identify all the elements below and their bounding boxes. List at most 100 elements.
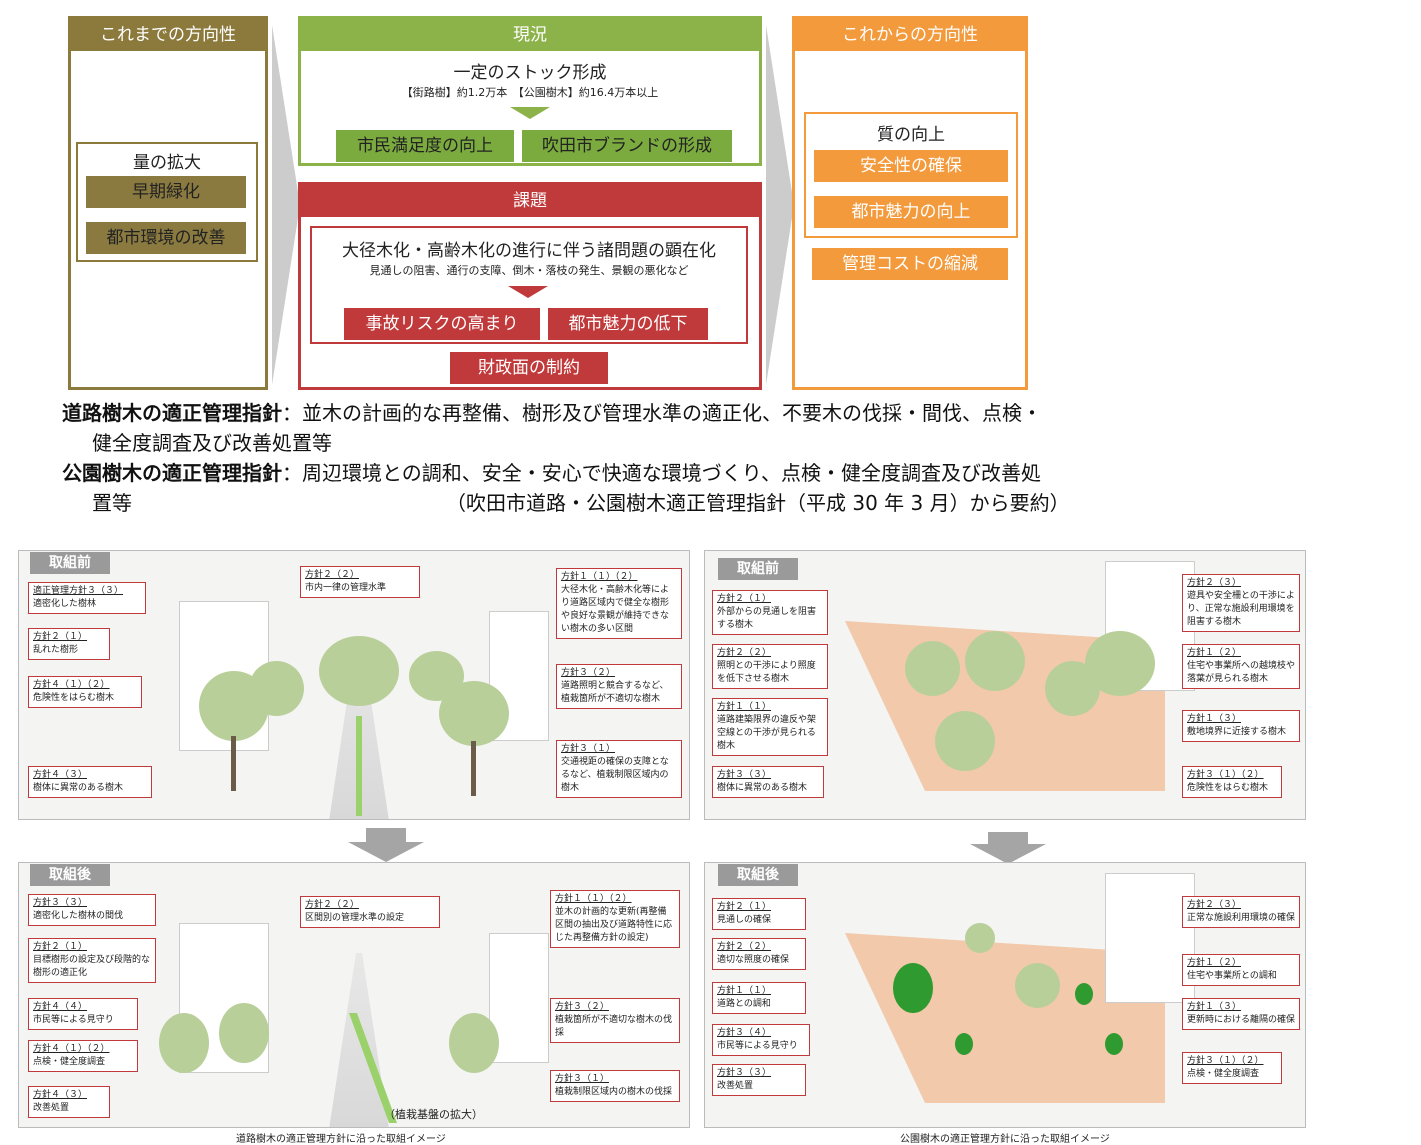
source-note: （吹田市道路・公園樹木適正管理指針（平成 30 年 3 月）から要約）	[446, 491, 1070, 515]
callout: 方針１（１）（２）大径木化・高齢木化等により道路区域内で健全な樹形や良好な景観が…	[556, 568, 682, 639]
tree-icon	[955, 1033, 973, 1055]
tree-icon	[935, 711, 995, 771]
callout: 方針１（３）敷地境界に近接する樹木	[1182, 710, 1300, 742]
park-guideline: 公園樹木の適正管理指針：周辺環境との調和、安全・安心で快適な環境づくり、点検・健…	[62, 458, 1412, 488]
park-guideline-label: 公園樹木の適正管理指針	[62, 461, 282, 485]
issue-item-0: 事故リスクの高まり	[344, 308, 540, 340]
future-bottom: 管理コストの縮減	[812, 248, 1008, 280]
building	[489, 933, 549, 1063]
down-arrow-stem	[366, 828, 406, 842]
park-caption: 公園樹木の適正管理方針に沿った取組イメージ	[900, 1134, 1110, 1145]
callout: 方針１（１）（２）並木の計画的な更新(再整備区間の抽出及び道路特性に応じた再整備…	[550, 890, 680, 948]
callout: 方針３（１）植栽制限区域内の樹木の伐採	[550, 1070, 680, 1102]
road-after-note: （植栽基盤の拡大）	[384, 1108, 483, 1121]
past-header: これまでの方向性	[71, 19, 265, 51]
callout: 方針３（２）道路照明と競合するなど、植栽箇所が不適切な樹木	[556, 664, 682, 709]
building	[1105, 873, 1195, 1003]
issue-header: 課題	[301, 185, 759, 217]
current-header: 現況	[301, 19, 759, 51]
tree-trunk	[471, 741, 476, 796]
callout: 方針２（１）目標樹形の設定及び段階的な樹形の適正化	[28, 938, 156, 983]
issue-sub: 見通しの阻害、通行の支障、倒木・落枝の発生、景観の悪化など	[369, 264, 689, 277]
callout: 方針２（２）適切な照度の確保	[712, 938, 806, 970]
callout: 方針４（３）樹体に異常のある樹木	[28, 766, 152, 798]
callout: 方針１（１）道路との調和	[712, 982, 806, 1014]
tree-icon	[409, 651, 464, 701]
tree-icon	[249, 661, 304, 716]
quantity-title: 量の拡大	[133, 153, 201, 173]
road-guideline-label: 道路樹木の適正管理指針	[62, 401, 282, 425]
current-sub: 【街路樹】約1.2万本 【公園樹木】約16.4万本以上	[401, 86, 659, 99]
road-caption: 道路樹木の適正管理方針に沿った取組イメージ	[236, 1134, 446, 1145]
callout: 方針３（１）（２）危険性をはらむ樹木	[1182, 766, 1282, 798]
tree-icon	[965, 631, 1025, 691]
callout: 方針２（２）照明との干渉により照度を低下させる樹木	[712, 644, 828, 689]
callout: 方針１（３）更新時における離隔の確保	[1182, 998, 1300, 1030]
callout: 方針３（４）市民等による見守り	[712, 1024, 810, 1056]
park-guideline-body-2: 置等	[92, 491, 132, 515]
tree-icon	[449, 1013, 499, 1073]
tree-icon	[893, 963, 933, 1013]
current-title: 一定のストック形成	[453, 63, 607, 83]
tree-icon	[1015, 963, 1060, 1008]
callout: 方針４（３）改善処置	[28, 1086, 110, 1118]
future-item-1: 都市魅力の向上	[814, 196, 1008, 228]
callout: 方針１（２）住宅や事業所との調和	[1182, 954, 1300, 986]
tree-trunk	[231, 736, 236, 791]
quality-box	[804, 112, 1018, 238]
tree-icon	[1075, 983, 1093, 1005]
tree-icon	[159, 1013, 209, 1073]
road-guideline-body-1: ：並木の計画的な再整備、樹形及び管理水準の適正化、不要木の伐採・間伐、点検・	[282, 401, 1042, 425]
road-guideline: 道路樹木の適正管理指針：並木の計画的な再整備、樹形及び管理水準の適正化、不要木の…	[62, 398, 1412, 428]
issue-item-1: 都市魅力の低下	[548, 308, 708, 340]
tree-icon	[1085, 631, 1155, 696]
future-header: これからの方向性	[795, 19, 1025, 51]
callout: 方針２（１）外部からの見通しを阻害する樹木	[712, 590, 828, 635]
callout: 方針２（１）乱れた樹形	[28, 628, 110, 660]
callout: 方針３（２）植栽箇所が不適切な樹木の伐採	[550, 998, 680, 1043]
callout: 方針１（２）住宅や事業所への越境枝や落葉が見られる樹木	[1182, 644, 1300, 689]
tree-icon	[965, 923, 995, 953]
road-after-tag: 取組後	[30, 864, 110, 886]
quantity-box	[76, 142, 258, 262]
callout: 方針２（３）遊具や安全柵との干渉により、正常な施設利用環境を阻害する樹木	[1182, 574, 1300, 632]
tree-icon	[905, 641, 960, 696]
callout: 方針２（２）区間別の管理水準の設定	[300, 896, 440, 928]
callout: 方針２（１）見通しの確保	[712, 898, 806, 930]
down-arrow-icon	[970, 844, 1046, 864]
callout: 適正管理方針３（３）適密化した樹林	[28, 582, 146, 614]
quality-title: 質の向上	[877, 125, 945, 145]
issue-box	[310, 226, 748, 344]
past-item-1: 都市環境の改善	[86, 222, 246, 254]
road-before-tag: 取組前	[30, 552, 110, 574]
park-before-tag: 取組前	[718, 558, 798, 580]
median-strip	[356, 716, 362, 816]
callout: 方針２（２）市内一律の管理水準	[300, 566, 420, 598]
current-item-1: 吹田市ブランドの形成	[522, 130, 732, 162]
callout: 方針３（１）交通視距の確保の支障となるなど、植栽制限区域内の樹木	[556, 740, 682, 798]
callout: 方針４（１）（２）危険性をはらむ樹木	[28, 676, 142, 708]
callout: 方針１（１）道路建築限界の違反や架空線との干渉が見られる樹木	[712, 698, 828, 756]
chevron-arrow-2	[766, 25, 794, 385]
callout: 方針２（３）正常な施設利用環境の確保	[1182, 896, 1300, 928]
callout: 方針３（１）（２）点検・健全度調査	[1182, 1052, 1282, 1084]
issue-title: 大径木化・高齢木化の進行に伴う諸問題の顕在化	[342, 241, 716, 261]
park-guideline-body-1: ：周辺環境との調和、安全・安心で快適な環境づくり、点検・健全度調査及び改善処	[282, 461, 1041, 485]
callout: 方針３（３）改善処置	[712, 1064, 806, 1096]
issue-down-arrow	[508, 286, 548, 298]
callout: 方針４（１）（２）点検・健全度調査	[28, 1040, 138, 1072]
down-arrow-stem	[988, 832, 1028, 844]
past-item-0: 早期緑化	[86, 176, 246, 208]
tree-icon	[219, 1003, 269, 1063]
down-arrow-icon	[348, 842, 424, 862]
issue-bottom: 財政面の制約	[450, 352, 608, 384]
current-item-0: 市民満足度の向上	[336, 130, 514, 162]
tree-icon	[1105, 1033, 1123, 1055]
tree-icon	[319, 636, 399, 706]
callout: 方針３（３）適密化した樹林の間伐	[28, 894, 156, 926]
chevron-arrow-1	[272, 25, 300, 385]
future-item-0: 安全性の確保	[814, 150, 1008, 182]
callout: 方針３（３）樹体に異常のある樹木	[712, 766, 824, 798]
park-after-tag: 取組後	[718, 864, 798, 886]
callout: 方針４（４）市民等による見守り	[28, 998, 138, 1030]
